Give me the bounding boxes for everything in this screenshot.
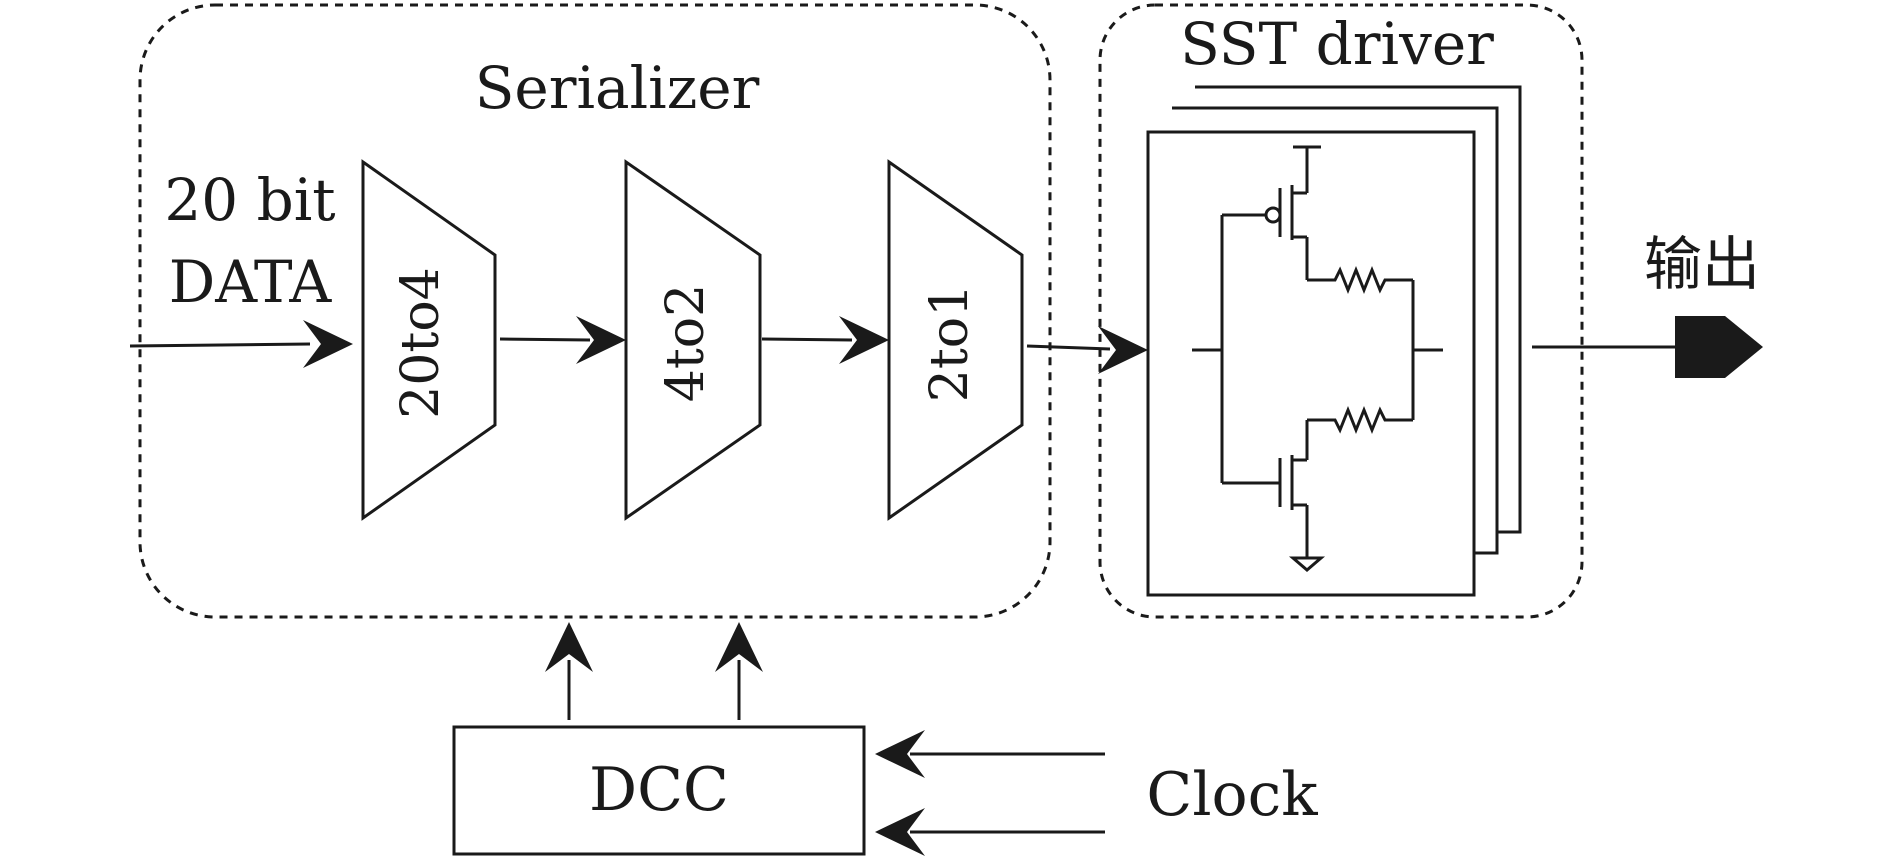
driver-sheet-middle [1172, 106, 1499, 555]
dcc-box [452, 725, 866, 856]
link-20to4-4to2 [499, 337, 591, 342]
dcc-label: DCC [589, 755, 729, 825]
mux-20to4-label: 20to4 [391, 267, 451, 418]
driver-title: SST driver [1180, 10, 1494, 78]
output-port-icon [1675, 316, 1763, 378]
driver-sheet-back [1195, 85, 1522, 534]
input-label-line1: 20 bit [164, 166, 335, 234]
sst-driver-schematic [1192, 145, 1443, 572]
serializer-group-border [138, 3, 1052, 619]
input-label-line2: DATA [169, 248, 333, 316]
mux-20to4 [361, 159, 497, 521]
serializer-title: Serializer [475, 54, 760, 122]
mux-4to2-label: 4to2 [656, 284, 716, 402]
input-data-line [129, 342, 311, 348]
mux-4to2 [624, 159, 762, 521]
link-2to1-driver [1026, 344, 1111, 351]
driver-group-border [1098, 3, 1584, 619]
mux-2to1 [887, 159, 1024, 521]
output-label: 输出 [1644, 230, 1760, 298]
link-4to2-2to1 [761, 337, 853, 342]
clock-label: Clock [1146, 760, 1318, 830]
driver-sheet-front [1146, 130, 1476, 597]
mux-2to1-label: 2to1 [920, 284, 980, 402]
